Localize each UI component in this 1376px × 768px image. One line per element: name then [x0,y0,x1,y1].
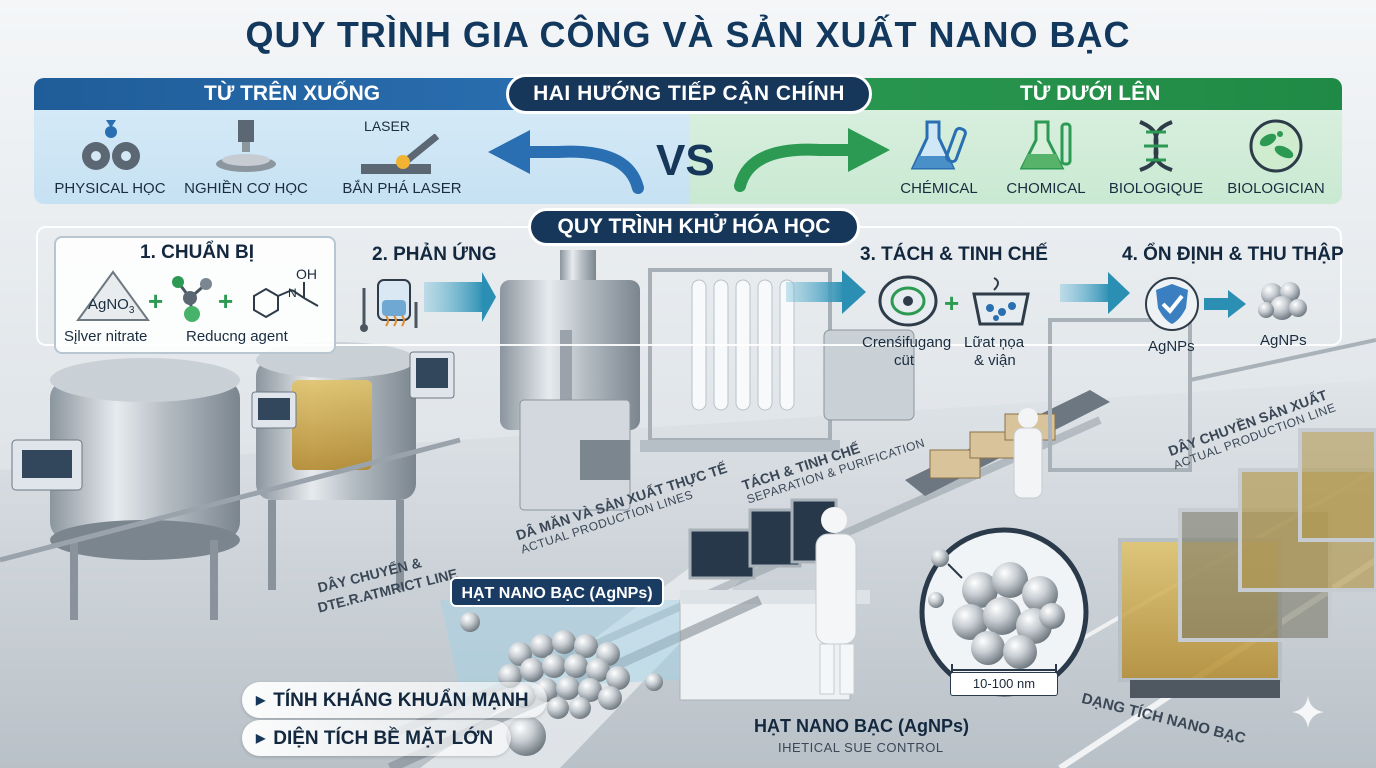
reactor-icon [360,272,496,332]
step4-label-1: AgNPs [1148,338,1195,355]
filter-label-2: & viận [974,352,1016,369]
plus-3: + [944,288,960,318]
tile-biologician-label: BIOLOGICIAN [1227,180,1325,197]
process-arrow-icon [786,270,866,314]
tile-biologician: BIOLOGICIAN [1220,118,1332,197]
step-2-title: 2. PHẢN ỨNG [372,244,497,265]
vs-label: VS [656,136,715,185]
laser-top-label: LASER [364,118,410,134]
feature-antibacterial: ▶ TÍNH KHÁNG KHUẨN MẠNH [242,682,547,718]
tile-milling: NGHIỀN CƠ HỌC [184,118,308,197]
gears-icon [82,120,140,170]
plus-2: + [218,286,234,316]
molecule-icon [172,276,212,322]
tile-milling-label: NGHIỀN CƠ HỌC [184,180,308,197]
feature-antibacterial-text: TÍNH KHÁNG KHUẨN MẠNH [273,690,529,711]
reducing-agent-structure-icon [253,282,319,319]
shield-icon [1145,277,1199,331]
tile-chomical-label: CHOMICAL [1006,180,1086,197]
reducing-agent-label: Reducng agent [186,328,288,345]
centrifuge-label-2: cüt [894,352,915,369]
tile-chemical: CHÉMICAL [896,118,982,197]
left-arrow-icon [488,130,644,194]
filter-icon [972,277,1030,326]
sparkle-icon [1292,696,1324,728]
silver-nitrate-label: Sįlver nitrate [64,328,148,345]
bullet-icon: ▶ [256,731,266,745]
process-title: QUY TRÌNH KHỬ HÓA HỌC [528,208,860,246]
dna-icon [1139,120,1173,172]
bullet-icon: ▶ [256,693,266,707]
tile-physical-label: PHYSICAL HỌC [54,180,166,197]
right-arrow-icon [734,128,890,192]
tile-biologique: BIOLOGIQUE [1106,118,1206,197]
tile-chemical-label: CHÉMICAL [900,180,978,197]
tile-chomical: CHOMICAL [1000,118,1092,197]
mill-icon [216,120,276,172]
step-1-title: 1. CHUẨN BỊ [140,242,255,263]
process-arrow-2-icon [1060,272,1130,314]
tile-biologique-label: BIOLOGIQUE [1108,180,1204,197]
filter-label-1: Lữat ņọa [964,334,1025,351]
silver-nitrate-icon [76,270,150,321]
tile-laser: LASER BẮN PHÁ LASER [336,118,468,197]
control-subtitle: IHETICAL SUE CONTROL [778,740,944,755]
formula-label: AgNO3 [88,296,135,316]
tile-laser-label: BẮN PHÁ LASER [342,180,462,197]
scale-label: 10-100 nm [950,672,1058,696]
hydroxyl-label: OH [296,266,317,282]
nano-badge: HẠT NANO BẠC (AgNPs) [450,577,664,607]
nitrogen-label: N [288,286,297,300]
centrifuge-label-1: Crenśifugang [862,334,952,351]
step4-label-2: AgNPs [1260,332,1307,349]
approaches-label: HAI HƯỚNG TIẾP CẬN CHÍNH [506,74,872,114]
step-3-title: 3. TÁCH & TINH CHẾ [860,244,1048,265]
laser-icon [361,134,440,174]
step-4-title: 4. ỔN ĐỊNH & THU THẬP [1122,244,1344,265]
centrifuge-icon [878,275,938,327]
feature-surface-area: ▶ DIỆN TÍCH BỀ MẶT LỚN [242,720,512,756]
step4-arrow-icon [1204,290,1246,318]
bottom-up-panel: TỪ DƯỚI LÊN [690,78,1342,204]
flask-icon [910,120,967,170]
plus-1: + [148,286,164,316]
microbe-icon [1249,119,1303,173]
beaker-icon [1019,120,1072,170]
tile-physical: PHYSICAL HỌC [50,118,170,197]
magnified-nanoparticle [919,527,1089,697]
control-title: HẠT NANO BẠC (AgNPs) [754,716,969,736]
nanoparticle-cluster-icon [1258,282,1307,320]
page-title: QUY TRÌNH GIA CÔNG VÀ SẢN XUẤT NANO BẠC [245,14,1131,55]
feature-surface-area-text: DIỆN TÍCH BỀ MẶT LỚN [273,728,494,749]
